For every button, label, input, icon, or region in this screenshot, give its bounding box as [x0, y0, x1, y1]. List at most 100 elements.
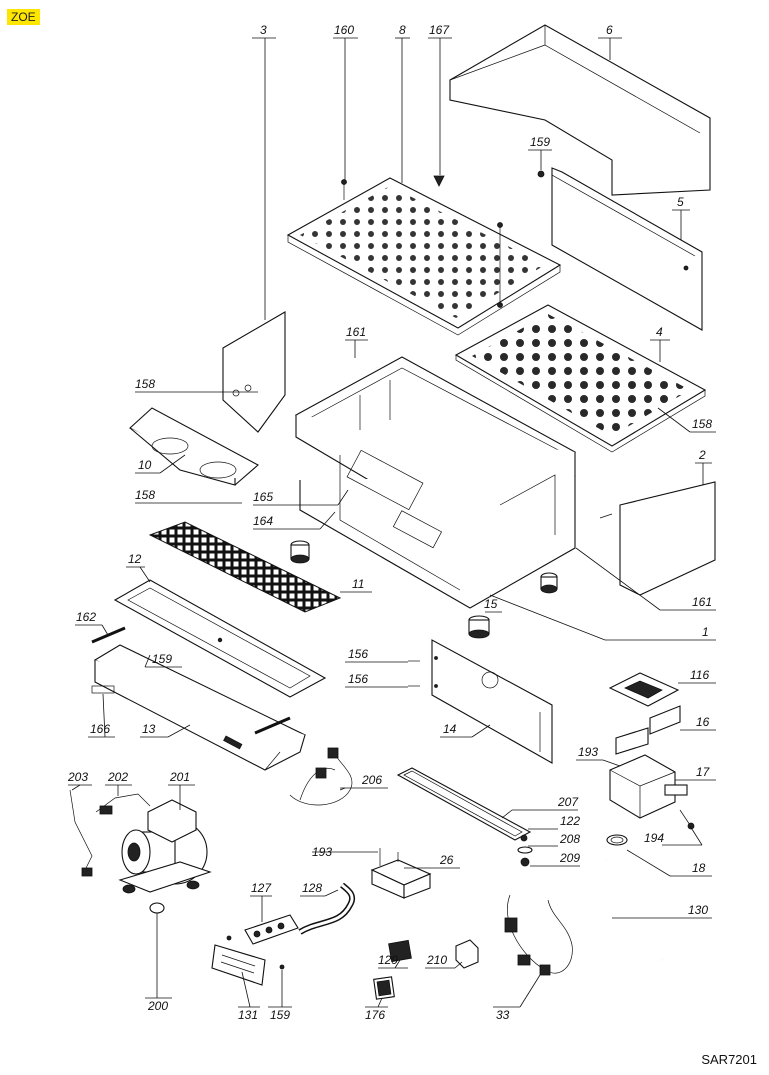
- part-176-cover: [373, 976, 395, 1000]
- part-210-button: [455, 939, 479, 969]
- part-129-switch: [388, 939, 412, 963]
- part-5-back-panel: [551, 167, 703, 331]
- label-15: 15: [484, 597, 498, 611]
- part-127-terminal: [244, 914, 299, 945]
- label-162: 162: [76, 610, 96, 624]
- label-159-tray: 159: [152, 652, 172, 666]
- part-201-motor: [118, 799, 212, 893]
- label-128: 128: [302, 881, 322, 895]
- label-122: 122: [560, 814, 580, 828]
- label-8: 8: [399, 23, 406, 37]
- part-15-feet: [290, 540, 558, 639]
- part-156-screws: [408, 660, 420, 687]
- part-202-connector: [95, 793, 151, 815]
- part-10-drip-support: [129, 407, 259, 486]
- label-127: 127: [251, 881, 272, 895]
- label-207: 207: [557, 795, 579, 809]
- label-201: 201: [169, 770, 190, 784]
- part-162-strip: [91, 626, 126, 644]
- label-156: 156: [348, 647, 368, 661]
- label-209: 209: [559, 851, 580, 865]
- part-33-harness: [504, 894, 573, 976]
- part-200-feet: [122, 880, 200, 914]
- label-165: 165: [253, 490, 273, 504]
- label-129: 129: [378, 953, 398, 967]
- part-159-screw-bottom: [279, 964, 285, 970]
- label-158-lower: 158: [135, 488, 155, 502]
- part-1-main-frame: [294, 356, 577, 609]
- screw-pair: [497, 222, 503, 308]
- label-130: 130: [688, 903, 708, 917]
- part-159-screw-top: [537, 170, 545, 178]
- part-6-back-cover: [449, 24, 711, 196]
- part-18-hose-clamp: [606, 834, 628, 846]
- label-167: 167: [429, 23, 450, 37]
- label-6: 6: [606, 23, 613, 37]
- label-164: 164: [253, 514, 273, 528]
- label-176: 176: [365, 1008, 385, 1022]
- label-16: 16: [696, 715, 710, 729]
- part-4-drip-grid: [454, 304, 707, 453]
- part-12-tray-frame: [113, 579, 327, 698]
- label-200: 200: [147, 999, 168, 1013]
- part-14-front-panel: [431, 639, 553, 764]
- label-18: 18: [692, 861, 706, 875]
- label-202: 202: [107, 770, 128, 784]
- label-193-box: 193: [312, 845, 332, 859]
- label-131: 131: [238, 1008, 258, 1022]
- label-13: 13: [142, 722, 156, 736]
- label-14: 14: [443, 722, 457, 736]
- part-3-side-plate: [222, 311, 286, 433]
- part-122-208-209: [517, 834, 533, 867]
- part-167-foot: [433, 175, 445, 187]
- part-8-cup-tray: [286, 177, 562, 336]
- label-10: 10: [138, 458, 152, 472]
- part-16-plate: [615, 705, 681, 755]
- strip-right: [254, 716, 291, 735]
- label-206: 206: [361, 773, 382, 787]
- part-130-hose: [599, 858, 665, 964]
- label-3: 3: [260, 23, 267, 37]
- part-207-heater: [396, 767, 532, 841]
- part-2-side-panel: [599, 481, 716, 596]
- document-code: SAR7201: [701, 1052, 757, 1067]
- part-13-drip-tray: [93, 644, 307, 771]
- label-193: 193: [578, 745, 598, 759]
- label-26: 26: [439, 853, 454, 867]
- label-17: 17: [696, 765, 711, 779]
- label-5: 5: [677, 195, 684, 209]
- part-160-screw: [341, 179, 347, 200]
- leader-lines: [68, 37, 716, 1008]
- label-160: 160: [334, 23, 354, 37]
- label-166: 166: [90, 722, 110, 736]
- label-2: 2: [698, 448, 706, 462]
- label-1: 1: [702, 625, 709, 639]
- part-166-label: [91, 685, 115, 694]
- label-159: 159: [530, 135, 550, 149]
- part-203-cable: [69, 789, 93, 877]
- part-128-cable: [298, 882, 356, 935]
- label-12: 12: [128, 552, 142, 566]
- part-26-control-box: [370, 848, 432, 899]
- label-203: 203: [67, 770, 88, 784]
- part-labels: 3 160 8 167 6 159 5 161 4 158 158 10 158…: [67, 23, 712, 1022]
- label-161-right: 161: [692, 595, 712, 609]
- label-158: 158: [135, 377, 155, 391]
- label-116: 116: [690, 668, 709, 682]
- label-194: 194: [644, 831, 664, 845]
- part-131-plate: [211, 935, 266, 986]
- label-159-bottom: 159: [270, 1008, 290, 1022]
- part-206-wiring: [289, 747, 353, 806]
- brand-tag: ZOE: [7, 9, 40, 25]
- label-11: 11: [352, 577, 364, 591]
- label-156-lower: 156: [348, 672, 368, 686]
- label-4: 4: [656, 325, 663, 339]
- label-161: 161: [346, 325, 366, 339]
- label-210: 210: [426, 953, 447, 967]
- part-116-filter: [608, 672, 680, 707]
- label-158-right: 158: [692, 417, 712, 431]
- part-17-drain-box: [609, 754, 695, 830]
- label-33: 33: [496, 1008, 510, 1022]
- label-208: 208: [559, 832, 580, 846]
